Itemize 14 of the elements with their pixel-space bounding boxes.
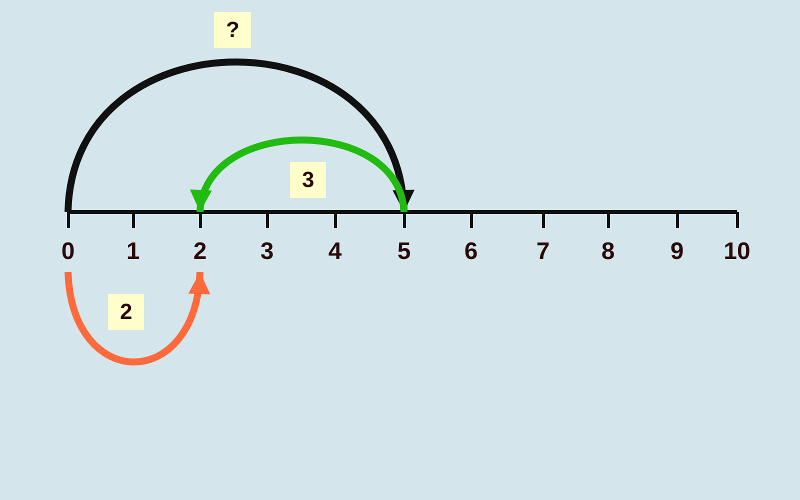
tick-label: 9 <box>670 238 684 266</box>
tick-label: 0 <box>61 238 75 266</box>
tick-label: 10 <box>724 238 750 266</box>
tick-label: 3 <box>260 238 274 266</box>
edge-label: 2 <box>108 294 144 330</box>
tick-label: 4 <box>328 238 342 266</box>
tick-label: 2 <box>193 238 207 266</box>
curved-arrow <box>64 272 208 366</box>
tick-label: 5 <box>397 238 411 266</box>
tick-label: 6 <box>464 238 478 266</box>
tick-label: 1 <box>126 238 140 266</box>
tick-label: 8 <box>601 238 615 266</box>
tick-label: 7 <box>536 238 550 266</box>
edge-label: ? <box>214 12 252 48</box>
